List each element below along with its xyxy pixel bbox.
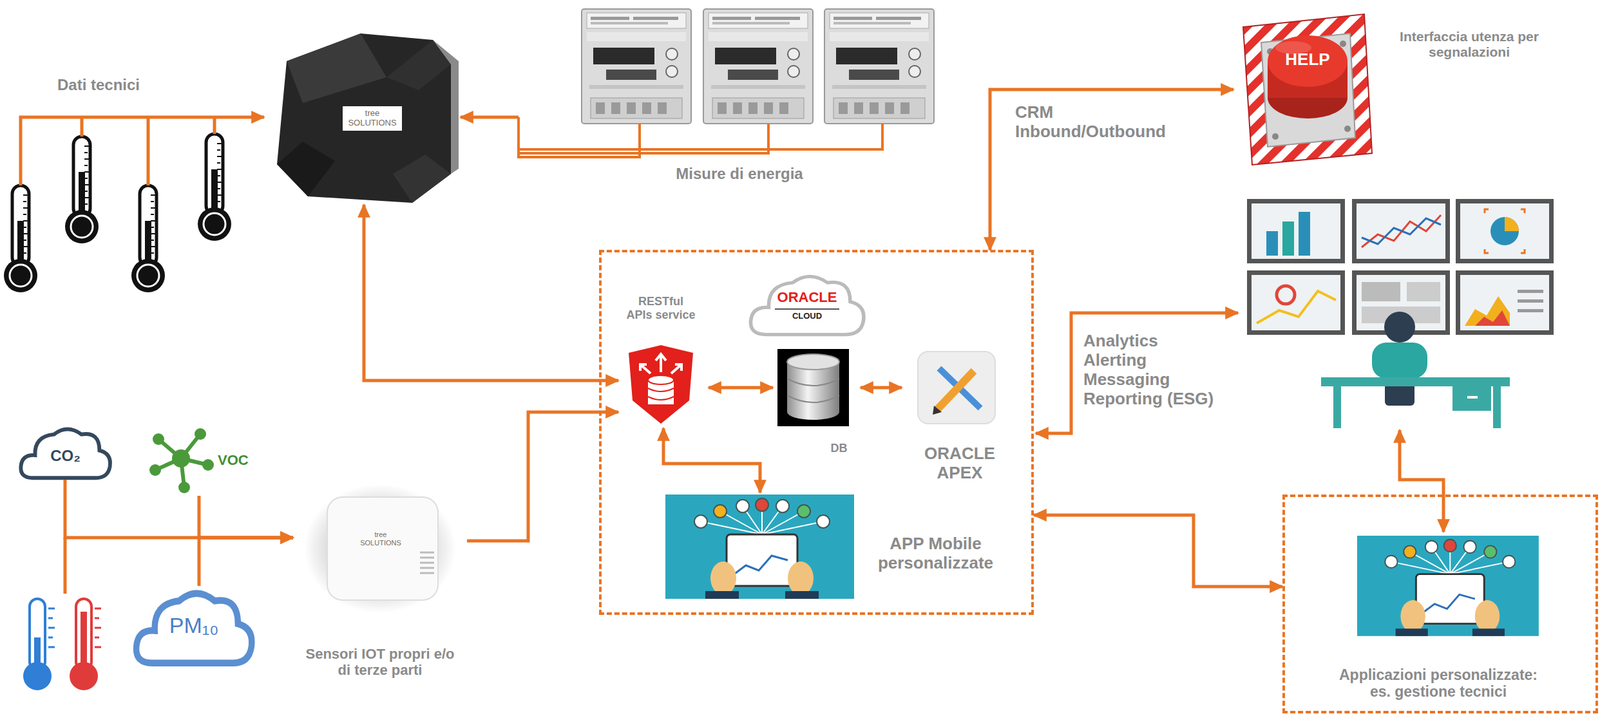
arrow-label: Analytics Alerting Messaging Reporting (… — [1083, 331, 1218, 410]
meter-wire — [518, 117, 883, 158]
meter — [703, 9, 813, 124]
thermometer — [131, 185, 165, 293]
connector-arrow — [65, 479, 294, 538]
logo-text: tree SOLUTIONS — [358, 530, 404, 547]
connector-arrow — [199, 495, 294, 538]
temperature-icons — [23, 599, 102, 691]
thermometer — [3, 185, 38, 293]
iot-sensor: tree SOLUTIONS Sensori IOT propri e/o di … — [293, 481, 467, 690]
connector-arrow — [460, 115, 519, 120]
meters-caption: Misure di energia — [644, 164, 835, 183]
pm10-cloud: PM₁₀ — [132, 586, 256, 668]
apex-app: ORACLE APEX — [901, 347, 1022, 496]
api-service: RESTful APIs service — [618, 293, 709, 429]
platform-boundary: ORACLE CLOUD RESTful APIs serviceDB ORACLE … — [599, 249, 1034, 616]
connector-arrow — [199, 537, 294, 587]
voc-molecule — [149, 428, 214, 494]
connector-arrow — [363, 204, 619, 381]
co2-label: CO₂ — [30, 447, 100, 466]
gateway-device: tree SOLUTIONS — [267, 32, 461, 205]
pm10-label: PM₁₀ — [145, 613, 243, 639]
gateway-device-picture — [276, 33, 459, 203]
meter — [824, 9, 934, 124]
thermometer — [197, 133, 232, 241]
api-label: RESTful APIs service — [624, 295, 697, 322]
data-wire — [20, 117, 265, 186]
logo-text: ORACLE — [763, 289, 851, 306]
custom-apps-boundary: Applicazioni personalizzate: es. gestion… — [1282, 494, 1599, 714]
data-wire — [81, 117, 215, 186]
apex-label: ORACLE APEX — [901, 444, 1018, 484]
energy-meter-pictures — [581, 9, 934, 124]
connector-arrow — [860, 386, 902, 390]
analyst-figure — [1321, 311, 1510, 429]
connector-arrow — [466, 412, 619, 542]
oracle-cloud-logo — [750, 276, 864, 335]
connector-arrow — [663, 428, 761, 493]
sensor-caption: Sensori IOT propri e/o di terze parti — [302, 646, 458, 679]
app-label: APP Mobile personalizzate — [866, 534, 1005, 574]
thermometer — [65, 136, 99, 244]
voc-sensor: VOC — [144, 426, 268, 496]
database-icon — [777, 349, 849, 427]
voc-label: VOC — [217, 452, 263, 469]
help-caption: Interfaccia utenza per segnalazioni — [1391, 28, 1547, 60]
help-button: HELP Interfaccia utenza per segnalazioni — [1233, 9, 1595, 168]
custom-app-picture — [1357, 535, 1539, 637]
mobile-app: APP Mobile personalizzate — [663, 492, 1025, 603]
edge-label: CRM Inbound/Outbound — [1015, 103, 1177, 142]
rest-api-icon — [628, 345, 694, 424]
connector-arrow — [1033, 515, 1283, 587]
thermometer-icons — [3, 133, 232, 293]
logo-text: CLOUD — [776, 311, 839, 322]
button-text: HELP — [1278, 50, 1337, 70]
group-label: Dati tecnici — [43, 76, 154, 95]
meter — [581, 9, 692, 124]
connector-arrow — [708, 386, 773, 390]
pm10-cloud-outline — [136, 593, 252, 664]
co2-cloud: CO₂ — [18, 423, 113, 480]
co2-cloud-outline — [20, 429, 111, 479]
energy-meters: Misure di energia — [518, 6, 938, 194]
dashboard-arrow — [1399, 430, 1444, 533]
connector-arrow — [990, 89, 1234, 250]
logo-text: tree SOLUTIONS — [342, 106, 402, 131]
sensor-wire — [63, 537, 67, 594]
mobile-app-picture — [665, 494, 855, 600]
iot-sensor-picture — [304, 484, 457, 614]
custom-apps-caption: Applicazioni personalizzate: es. gestion… — [1335, 666, 1542, 701]
apex-icon — [917, 351, 996, 424]
db-label: DB — [821, 441, 857, 456]
analytics-arrow — [1035, 313, 1239, 434]
database: DB — [772, 344, 861, 461]
help-button-picture — [1243, 14, 1372, 165]
